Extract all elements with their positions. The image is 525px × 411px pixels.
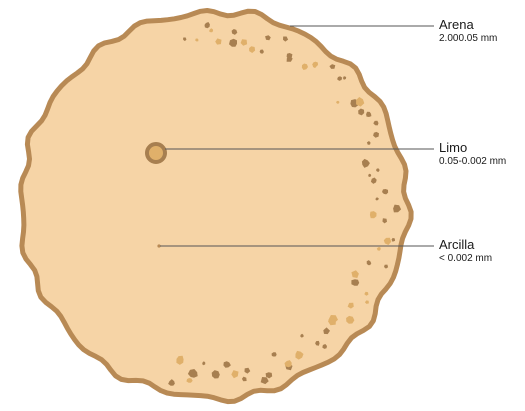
arena-name: Arena: [439, 17, 497, 32]
silt-particle: [147, 144, 165, 162]
arena-size: 2.000.05 mm: [439, 32, 497, 45]
limo-size: 0.05-0.002 mm: [439, 155, 506, 168]
soil-disc: [21, 11, 411, 402]
arcilla-label: Arcilla < 0.002 mm: [439, 237, 492, 265]
arena-label: Arena 2.000.05 mm: [439, 17, 497, 45]
arcilla-name: Arcilla: [439, 237, 492, 252]
limo-label: Limo 0.05-0.002 mm: [439, 140, 506, 168]
limo-name: Limo: [439, 140, 506, 155]
sand-grain: [351, 279, 359, 285]
arcilla-size: < 0.002 mm: [439, 252, 492, 265]
